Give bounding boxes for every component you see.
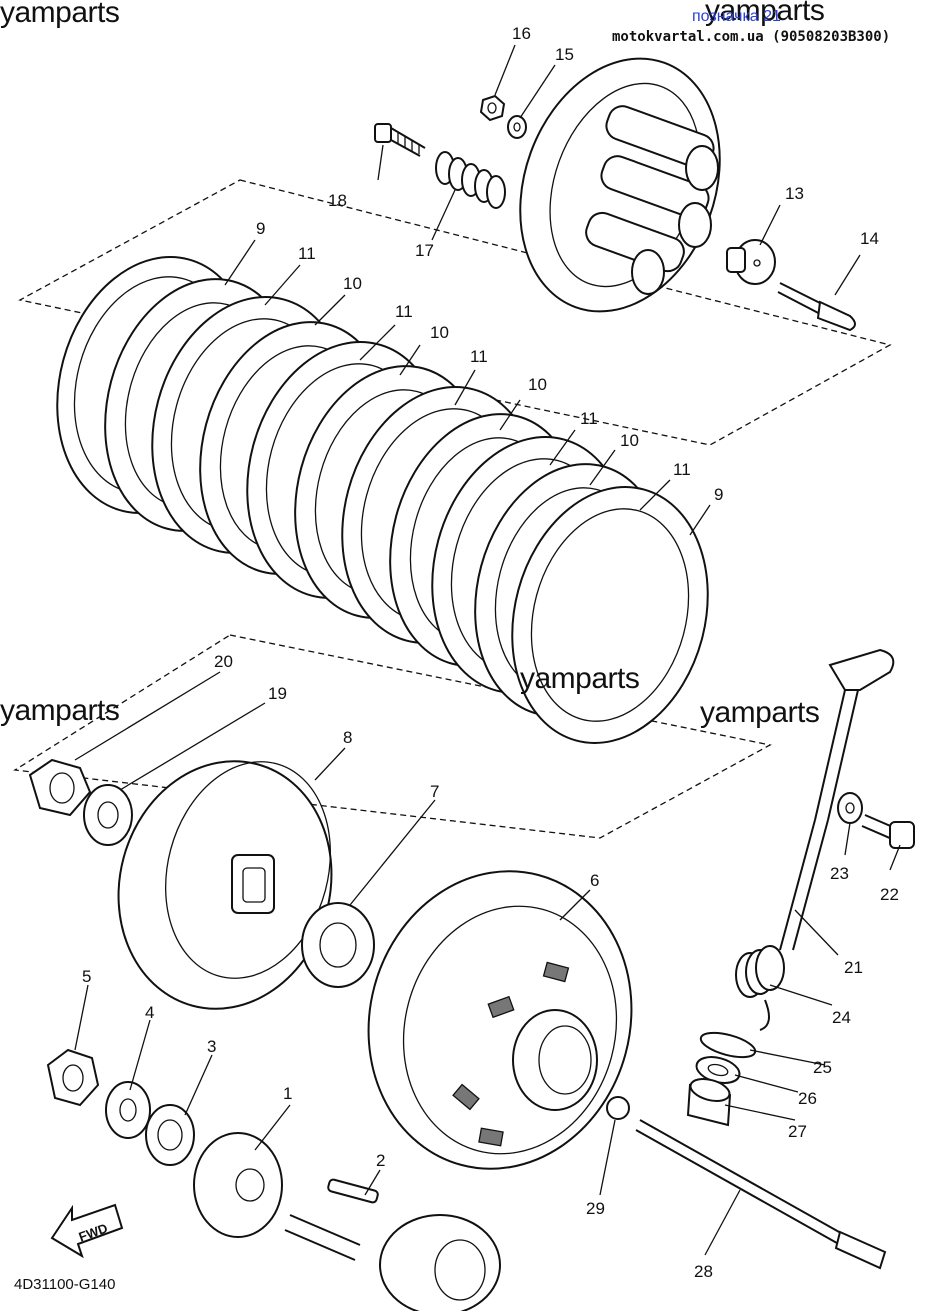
lock-washer-19[interactable] [83,784,133,846]
pressure-plate[interactable] [486,30,753,339]
shaft-end [284,1214,501,1311]
washer-3[interactable] [145,1104,195,1166]
callout-26: 26 [798,1089,817,1108]
watermark-right: yamparts [700,696,820,729]
callout-16: 16 [512,24,531,43]
callout-27: 27 [788,1122,807,1141]
callout-11b: 11 [395,302,413,321]
bolt-22[interactable] [861,814,915,849]
callout-4: 4 [145,1003,154,1022]
nut-20[interactable] [28,758,92,817]
nut-16[interactable] [479,94,506,122]
callout-7: 7 [430,782,439,801]
site-note: motokvartal.com.ua (90508203B300) [612,29,891,45]
diagram-code: 4D31100-G140 [14,1276,116,1293]
callout-2: 2 [376,1151,385,1170]
watermark-left: yamparts [0,694,120,727]
callout-10c: 10 [528,375,547,394]
bolt-18[interactable] [374,123,426,157]
callout-29: 29 [586,1199,605,1218]
forward-arrow: FWD [50,1203,124,1259]
ball-29[interactable] [606,1096,630,1120]
callout-25: 25 [813,1058,832,1077]
callout-22: 22 [880,885,899,904]
callout-11d: 11 [580,409,598,428]
washer-15[interactable] [507,115,527,139]
callout-11e: 11 [673,460,691,479]
callout-21: 21 [844,958,863,977]
clutch-plate-stack [56,256,736,765]
watermark-top-left: yamparts [0,0,120,29]
key-2[interactable] [327,1178,379,1204]
watermark-top-right: yamparts [705,0,825,27]
callout-24: 24 [832,1008,851,1027]
callout-10d: 10 [620,431,639,450]
callout-1: 1 [283,1084,292,1103]
push-rod-14[interactable] [777,282,856,332]
plate-stack-outline [18,179,892,446]
callout-9a: 9 [256,219,265,238]
callout-13: 13 [785,184,804,203]
watermark-center: yamparts [520,662,640,695]
clutch-housing-6[interactable] [336,841,665,1198]
washer-25[interactable] [698,1028,757,1062]
callout-17: 17 [415,241,434,260]
callout-10a: 10 [343,274,362,293]
washer-23[interactable] [837,792,863,824]
clutch-spring[interactable] [435,151,506,209]
callout-labels: 1 2 3 4 5 6 7 8 9 9 10 10 10 10 11 11 11… [82,24,899,1281]
nut-5[interactable] [46,1048,100,1107]
callout-10b: 10 [430,323,449,342]
callout-8: 8 [343,728,352,747]
friction-plate-9-rear[interactable] [485,465,736,765]
callout-14: 14 [860,229,879,248]
callout-19: 19 [268,684,287,703]
primary-drive-gear-1[interactable] [193,1132,283,1238]
callout-15: 15 [555,45,574,64]
callout-11c: 11 [470,347,488,366]
clutch-boss-8[interactable] [91,737,359,1033]
callout-3: 3 [207,1037,216,1056]
boss-outline [13,634,772,839]
callout-18: 18 [328,191,347,210]
callout-5: 5 [82,967,91,986]
push-lever-shaft-21[interactable] [779,648,895,951]
push-plate-13[interactable] [726,239,776,285]
push-rod-28[interactable] [635,1119,887,1270]
callout-6: 6 [590,871,599,890]
part-link[interactable]: позначка 21 [692,8,781,25]
callout-20: 20 [214,652,233,671]
callout-11a: 11 [298,244,316,263]
leader-lines [74,44,901,1256]
callout-28: 28 [694,1262,713,1281]
callout-23: 23 [830,864,849,883]
lock-washer-4[interactable] [105,1081,151,1139]
thrust-washer-7[interactable] [301,902,375,988]
bearing-27[interactable] [686,1075,732,1127]
return-spring-24[interactable] [735,945,785,1031]
callout-9b: 9 [714,485,723,504]
